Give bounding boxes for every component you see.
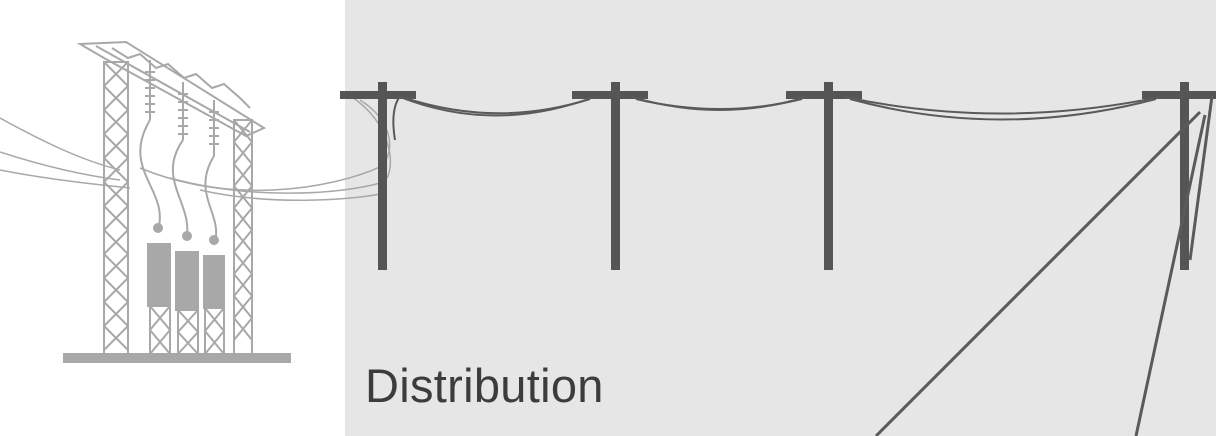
distribution-lines bbox=[392, 95, 1161, 141]
distribution-label: Distribution bbox=[365, 359, 604, 412]
utility-pole-icon bbox=[340, 82, 416, 270]
substation-tower-icon bbox=[63, 40, 291, 363]
distribution-panel bbox=[345, 0, 1216, 436]
utility-pole-icon bbox=[786, 82, 862, 270]
incoming-transmission-wires bbox=[0, 117, 131, 189]
utility-pole-icon bbox=[1142, 82, 1216, 270]
utility-pole-icon bbox=[572, 82, 648, 270]
service-drop-lines bbox=[874, 95, 1214, 436]
